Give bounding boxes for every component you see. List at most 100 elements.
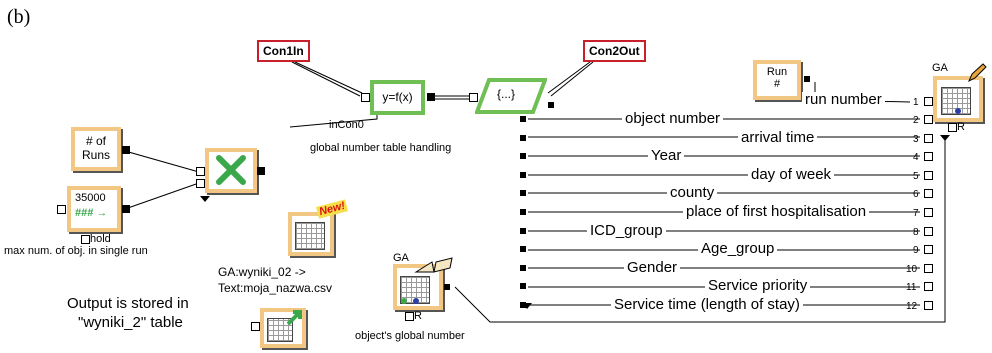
multiply-in-port-1[interactable] xyxy=(196,167,205,176)
ga-in-port[interactable] xyxy=(924,115,933,124)
hold-label: hold xyxy=(90,233,111,245)
panel-label: (b) xyxy=(7,6,31,28)
row-source-port[interactable] xyxy=(520,228,526,234)
wire-brace-con2out-2 xyxy=(550,61,594,97)
wire-con1in-func xyxy=(291,61,361,97)
con1in-connector[interactable]: Con1In xyxy=(257,40,310,62)
green-dot-icon xyxy=(401,298,407,304)
export-arrow-icon xyxy=(286,310,302,326)
row-label: object number xyxy=(622,111,724,127)
row-label: Service time (length of stay) xyxy=(611,297,803,313)
max-objects-block[interactable]: 35000 ### → xyxy=(67,186,121,232)
export-in-port[interactable] xyxy=(251,322,260,331)
run-number-label: run number xyxy=(802,92,885,108)
ga-in-port[interactable] xyxy=(924,245,933,254)
ga-table-block[interactable] xyxy=(933,76,983,122)
ga-in-port[interactable] xyxy=(924,301,933,310)
ga-in-port-1[interactable] xyxy=(924,97,933,106)
ga-book-r-option[interactable]: R xyxy=(405,310,422,322)
row-source-port[interactable] xyxy=(520,172,526,178)
table-grid-icon xyxy=(295,222,325,250)
ga-bottom-label: GA xyxy=(393,252,409,264)
row-number: 8 xyxy=(913,227,919,238)
row-number: 5 xyxy=(913,171,919,182)
func-in-port[interactable] xyxy=(361,93,370,102)
ga-book-out-port[interactable] xyxy=(444,284,450,290)
hold-checkbox[interactable] xyxy=(81,234,90,244)
row-source-port[interactable] xyxy=(520,283,526,289)
row-source-port[interactable] xyxy=(520,209,526,215)
function-block[interactable]: y=f(x) xyxy=(370,80,425,115)
objects-global-label: object's global number xyxy=(355,330,465,342)
row-number: 2 xyxy=(913,115,919,126)
runs-block[interactable]: # of Runs xyxy=(71,127,121,171)
row-source-port[interactable] xyxy=(520,153,526,159)
brace-in-port[interactable] xyxy=(469,93,478,102)
hold-option[interactable]: hold xyxy=(81,233,111,245)
func-out-port[interactable] xyxy=(427,93,435,101)
multiply-out-port[interactable] xyxy=(257,167,265,175)
row-label: arrival time xyxy=(738,130,818,146)
pencil-icon xyxy=(968,63,987,83)
run-block[interactable]: Run # xyxy=(753,60,801,100)
brace-block-shape xyxy=(474,78,548,114)
ga-in-port[interactable] xyxy=(924,282,933,291)
export-grid-icon xyxy=(267,318,293,342)
ga-wyniki-label: GA:wyniki_02 -> xyxy=(218,265,306,279)
text-moja-label: Text:moja_nazwa.csv xyxy=(218,281,333,295)
ga-in-port[interactable] xyxy=(924,152,933,161)
ga-in-port[interactable] xyxy=(924,171,933,180)
export-block[interactable] xyxy=(260,308,306,348)
multiply-in-port-2[interactable] xyxy=(196,179,205,188)
cross-icon xyxy=(216,155,246,185)
ga-r-label: R xyxy=(957,121,965,133)
row-source-port[interactable] xyxy=(520,246,526,252)
row-source-port[interactable] xyxy=(520,265,526,271)
row-label: ICD_group xyxy=(587,223,666,239)
ga-in-port[interactable] xyxy=(924,189,933,198)
wire-max-x xyxy=(124,182,200,210)
ga-r-option[interactable]: R xyxy=(948,121,965,133)
row-number: 10 xyxy=(906,264,918,275)
row-number: 7 xyxy=(913,208,919,219)
multiply-block[interactable] xyxy=(205,148,257,193)
blue-dot-icon xyxy=(413,298,419,304)
con2out-connector[interactable]: Con2Out xyxy=(583,40,646,62)
row-number: 4 xyxy=(913,152,919,163)
ga-in-port[interactable] xyxy=(924,134,933,143)
row-label: Year xyxy=(648,148,685,164)
max-in-port[interactable] xyxy=(57,205,66,214)
row-source-port[interactable] xyxy=(520,116,526,122)
brace-out-port[interactable] xyxy=(548,102,554,108)
wire-ga-output xyxy=(454,136,946,323)
row-number: 3 xyxy=(913,134,919,145)
runs-out-port[interactable] xyxy=(122,146,130,154)
ga-blue-dot-icon xyxy=(955,108,961,114)
row-source-port[interactable] xyxy=(520,135,526,141)
row-source-port[interactable] xyxy=(520,302,526,308)
row-source-port[interactable] xyxy=(520,190,526,196)
wire-runs-x xyxy=(124,150,200,173)
ga-book-r-label: R xyxy=(414,310,422,322)
new-table-block[interactable] xyxy=(288,212,334,256)
output-note-line2: "wyniki_2" table xyxy=(78,314,183,331)
ga-in-port[interactable] xyxy=(924,208,933,217)
brace-block[interactable]: {...} xyxy=(474,78,548,114)
brace-text: {...} xyxy=(497,87,516,101)
row-number: 12 xyxy=(906,301,918,312)
row-label: day of week xyxy=(748,167,835,183)
ga-r-checkbox[interactable] xyxy=(948,122,957,132)
output-note-line1: Output is stored in xyxy=(67,295,189,312)
row-label: Service priority xyxy=(705,278,811,294)
ga-in-port[interactable] xyxy=(924,227,933,236)
incon-label: inCon0 xyxy=(329,119,364,131)
row-num-1: 1 xyxy=(913,97,919,108)
open-book-icon xyxy=(414,257,453,273)
row-label: Gender xyxy=(624,260,681,276)
max-out-port[interactable] xyxy=(122,205,130,213)
ga-book-r-checkbox[interactable] xyxy=(405,311,414,321)
ga-in-port[interactable] xyxy=(924,264,933,273)
run-out-port[interactable] xyxy=(804,76,810,82)
max-value: 35000 xyxy=(75,192,106,204)
max-caption: max num. of obj. in single run xyxy=(4,245,148,257)
